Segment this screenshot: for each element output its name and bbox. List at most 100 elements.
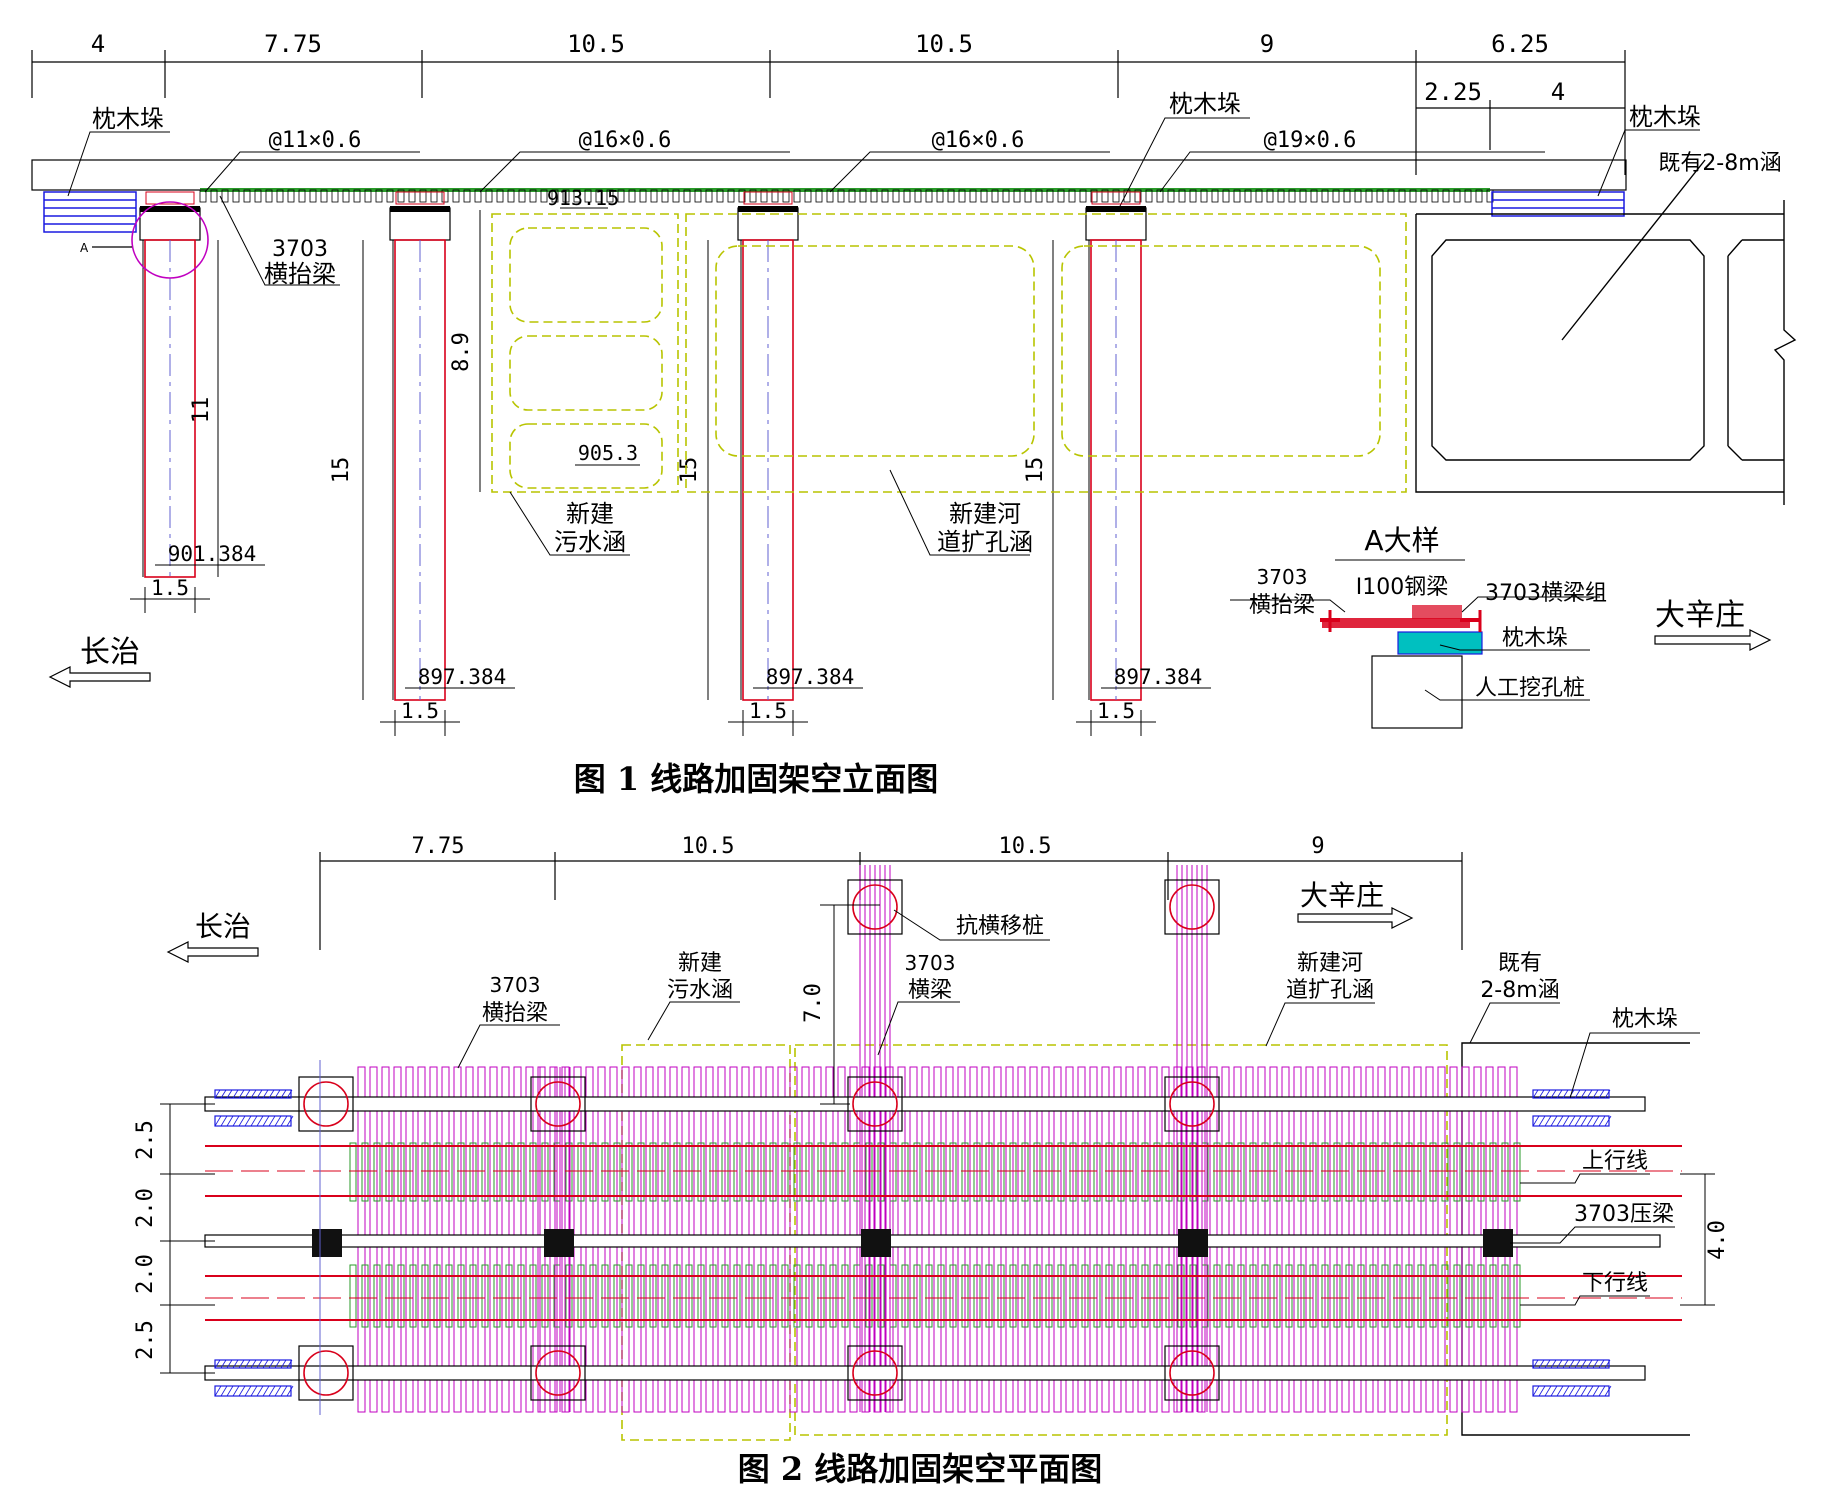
sleeper-tick xyxy=(1046,189,1054,203)
pile-circle xyxy=(303,1350,349,1396)
timber-bottom xyxy=(214,1115,292,1127)
timber-hatch xyxy=(1580,1359,1587,1369)
plan-pile xyxy=(847,1345,903,1401)
sleeper-tick xyxy=(1464,189,1472,203)
sleeper-tick xyxy=(584,189,592,203)
timber-hatch xyxy=(250,1089,257,1099)
track-sleeper xyxy=(949,1142,957,1202)
track-sleeper xyxy=(1393,1264,1401,1328)
sleeper-tick xyxy=(760,189,768,203)
timber-hatch xyxy=(232,1385,240,1397)
sleeper-tick xyxy=(639,189,647,203)
plan-existing-2: 2-8m涵 xyxy=(1480,978,1559,1003)
sleeper-tick xyxy=(903,189,911,203)
timber-hatch xyxy=(286,1089,293,1099)
timber-hatch xyxy=(286,1115,294,1127)
sleeper-tick xyxy=(661,189,669,203)
sleeper-tick xyxy=(518,189,526,203)
track-sleeper xyxy=(1105,1264,1113,1328)
sleeper-tick xyxy=(683,189,691,203)
plan-press-beam-blocks xyxy=(312,1229,1513,1257)
detail-timber-stack: 枕木垛 xyxy=(1502,626,1568,651)
sleeper-tick xyxy=(628,189,636,203)
timber-hatch xyxy=(1574,1115,1582,1127)
sleeper-tick xyxy=(199,189,207,203)
timber-hatch xyxy=(250,1385,258,1397)
track-sleeper xyxy=(1189,1142,1197,1202)
dim-10-5-a: 10.5 xyxy=(567,30,625,58)
sleeper-tick xyxy=(1233,189,1241,203)
track-sleeper xyxy=(901,1142,909,1202)
track-sleeper xyxy=(1333,1142,1341,1202)
label-daxinzhuang-fig2: 大辛庄 xyxy=(1300,879,1384,912)
elev-culvert-bottom: 905.3 xyxy=(578,441,638,465)
sleeper-tick xyxy=(1321,189,1329,203)
detail-beam-number: 3703 xyxy=(1257,565,1308,589)
existing-culvert-label: 既有2-8m涵 xyxy=(1658,151,1781,176)
track-sleeper xyxy=(409,1142,417,1202)
timber-hatch xyxy=(268,1359,275,1369)
sleeper-tick xyxy=(650,189,658,203)
timber-hatch xyxy=(238,1115,246,1127)
track-sleeper xyxy=(913,1142,921,1202)
pile-elevation: 901.384 xyxy=(168,542,257,566)
track-sleeper xyxy=(1225,1142,1233,1202)
sleeper-tick xyxy=(1453,189,1461,203)
sleeper-tick xyxy=(1057,189,1065,203)
pile-bearing xyxy=(743,191,793,205)
sleeper-tick xyxy=(1266,189,1274,203)
track-sleeper xyxy=(961,1264,969,1328)
press-beam-block xyxy=(1483,1229,1513,1257)
sleeper-tick xyxy=(705,189,713,203)
pile-width: 1.5 xyxy=(1097,699,1135,723)
timber-hatch xyxy=(1574,1089,1581,1099)
detail-beam-group: 3703横梁组 xyxy=(1485,581,1607,606)
sleeper-tick xyxy=(837,189,845,203)
track-sleeper xyxy=(361,1264,369,1328)
track-sleeper xyxy=(865,1142,873,1202)
track-sleeper xyxy=(1069,1142,1077,1202)
sleeper-tick xyxy=(672,189,680,203)
sleeper-tick xyxy=(265,189,273,203)
track-sleeper xyxy=(601,1264,609,1328)
track-sleeper xyxy=(397,1142,405,1202)
timber-hatch xyxy=(220,1385,228,1397)
timber-hatch xyxy=(1550,1385,1558,1397)
press-beam-block xyxy=(861,1229,891,1257)
track-sleeper xyxy=(505,1142,513,1202)
track-sleeper xyxy=(793,1264,801,1328)
track-sleeper xyxy=(1129,1264,1137,1328)
track-sleeper xyxy=(1513,1142,1521,1202)
track-sleeper xyxy=(1237,1142,1245,1202)
plan-dim-2-5-b: 2.5 xyxy=(133,1320,158,1360)
new-sewer-label-2: 污水涵 xyxy=(554,528,626,556)
sleeper-tick xyxy=(1354,189,1362,203)
new-river-label-2: 道扩孔涵 xyxy=(937,528,1033,556)
track-sleeper xyxy=(433,1142,441,1202)
sleeper-tick xyxy=(1189,189,1197,203)
plan-timber-stack xyxy=(214,1359,294,1397)
sleeper-tick xyxy=(1244,189,1252,203)
timber-hatch xyxy=(1538,1385,1546,1397)
track-sleeper xyxy=(1477,1142,1485,1202)
sleeper-tick xyxy=(859,189,867,203)
dim-7-75: 7.75 xyxy=(264,30,322,58)
sleeper-tick xyxy=(936,189,944,203)
track-sleeper xyxy=(709,1264,717,1328)
timber-hatch xyxy=(280,1385,288,1397)
track-sleeper xyxy=(1033,1142,1041,1202)
sleeper-tick xyxy=(1167,189,1175,203)
timber-hatch xyxy=(220,1089,227,1099)
timber-hatch xyxy=(232,1115,240,1127)
timber-hatch xyxy=(256,1359,263,1369)
timber-hatch xyxy=(256,1089,263,1099)
track-sleeper xyxy=(997,1142,1005,1202)
track-sleeper xyxy=(1249,1264,1257,1328)
timber-hatch xyxy=(244,1359,251,1369)
sleeper-tick xyxy=(353,189,361,203)
timber-hatch xyxy=(226,1359,233,1369)
plan-pile xyxy=(1164,879,1220,935)
track-sleeper xyxy=(841,1142,849,1202)
plan-timber-stack xyxy=(1532,1359,1612,1397)
timber-hatch xyxy=(1598,1385,1606,1397)
